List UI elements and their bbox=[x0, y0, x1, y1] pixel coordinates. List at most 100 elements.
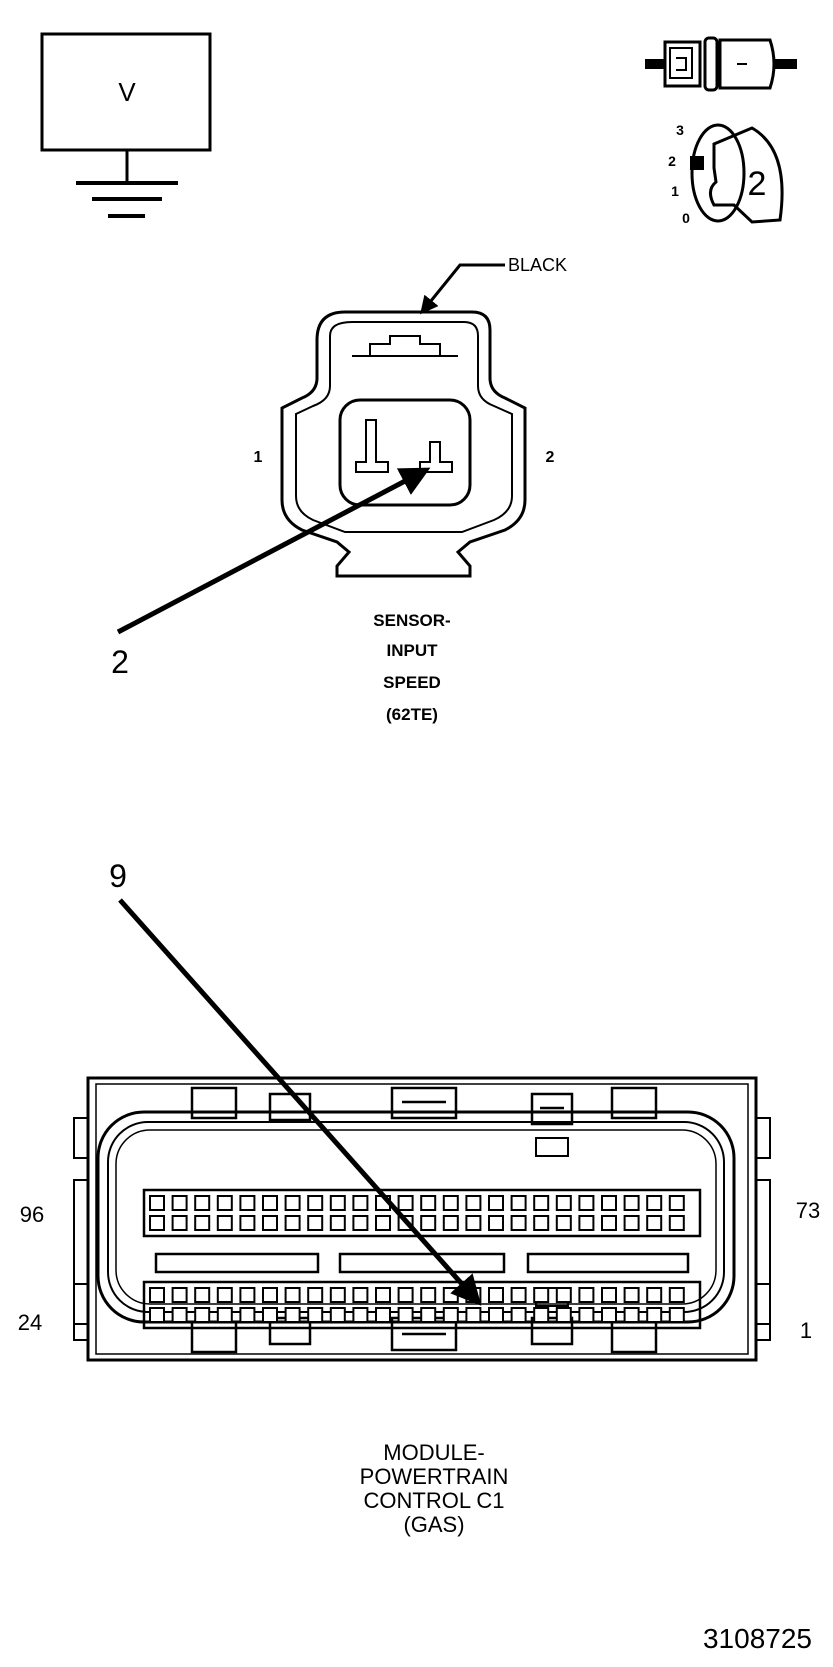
pin-cavity bbox=[262, 1287, 278, 1303]
pin-cavity bbox=[329, 1307, 346, 1323]
pin-cavity bbox=[262, 1307, 278, 1323]
pin-cavity bbox=[555, 1307, 572, 1323]
module-name-line-4: (GAS) bbox=[403, 1512, 464, 1537]
sensor-connector bbox=[116, 263, 527, 635]
pin-cavity bbox=[307, 1307, 324, 1323]
pin-cavity bbox=[601, 1215, 617, 1231]
module-pin-1-label: 1 bbox=[800, 1318, 812, 1343]
pin-cavity bbox=[329, 1195, 346, 1211]
pin-cavity bbox=[646, 1287, 663, 1303]
pin-cavity bbox=[194, 1287, 211, 1303]
pin-cavity bbox=[465, 1195, 482, 1211]
pin-cavity bbox=[239, 1287, 256, 1303]
module-callout-number: 9 bbox=[109, 858, 127, 894]
pin-cavity bbox=[442, 1287, 459, 1303]
module-pin-96-label: 96 bbox=[20, 1202, 44, 1227]
pin-cavity bbox=[488, 1195, 504, 1211]
ignition-position-3: 3 bbox=[676, 122, 684, 138]
pin-cavity bbox=[262, 1195, 278, 1211]
pin-cavity bbox=[646, 1215, 663, 1231]
pin-cavity bbox=[171, 1287, 188, 1303]
sensor-name-line-3: SPEED bbox=[383, 673, 441, 692]
pin-cavity bbox=[216, 1215, 233, 1231]
pin-cavity bbox=[284, 1215, 301, 1231]
sensor-pin-2-label: 2 bbox=[546, 449, 555, 466]
pin-cavity bbox=[194, 1195, 211, 1211]
pin-cavity bbox=[488, 1287, 504, 1303]
pin-cavity bbox=[510, 1215, 527, 1231]
pin-cavity bbox=[601, 1287, 617, 1303]
pin-cavity bbox=[646, 1195, 663, 1211]
pin-cavity bbox=[623, 1307, 640, 1323]
pin-cavity bbox=[668, 1287, 685, 1303]
pin-cavity bbox=[420, 1215, 437, 1231]
pin-cavity bbox=[555, 1215, 572, 1231]
pin-cavity bbox=[420, 1307, 437, 1323]
module-connector bbox=[73, 898, 771, 1362]
pin-cavity bbox=[668, 1307, 685, 1323]
pin-cavity bbox=[194, 1307, 211, 1323]
pin-cavity bbox=[601, 1195, 617, 1211]
pin-cavity bbox=[171, 1195, 188, 1211]
pin-cavity bbox=[578, 1287, 595, 1303]
pin-cavity bbox=[149, 1287, 165, 1303]
module-name-line-1: MODULE- bbox=[383, 1440, 484, 1465]
pin-cavity bbox=[171, 1307, 188, 1323]
pin-cavity bbox=[442, 1307, 459, 1323]
pin-cavity bbox=[668, 1215, 685, 1231]
pin-cavity bbox=[239, 1215, 256, 1231]
connector-icon bbox=[645, 36, 797, 92]
pin-cavity bbox=[397, 1287, 414, 1303]
pin-cavity bbox=[262, 1215, 278, 1231]
pin-cavity bbox=[420, 1195, 437, 1211]
pin-cavity bbox=[284, 1195, 301, 1211]
pin-cavity bbox=[307, 1287, 324, 1303]
pin-cavity bbox=[352, 1215, 369, 1231]
pin-cavity bbox=[397, 1195, 414, 1211]
pin-cavity bbox=[329, 1215, 346, 1231]
pin-cavity bbox=[149, 1195, 165, 1211]
pin-cavity bbox=[375, 1287, 391, 1303]
ignition-key-position: 2 bbox=[748, 165, 767, 203]
pin-cavity bbox=[420, 1287, 437, 1303]
pin-cavity bbox=[284, 1287, 301, 1303]
sensor-name-line-4: (62TE) bbox=[386, 705, 438, 724]
pin-cavity bbox=[578, 1307, 595, 1323]
pin-cavity bbox=[578, 1215, 595, 1231]
pin-cavity bbox=[510, 1307, 527, 1323]
pin-cavity bbox=[442, 1215, 459, 1231]
pin-cavity bbox=[601, 1307, 617, 1323]
pin-cavity bbox=[488, 1215, 504, 1231]
sensor-color-label: BLACK bbox=[508, 255, 567, 275]
ignition-switch-icon bbox=[690, 123, 784, 224]
pin-cavity bbox=[194, 1215, 211, 1231]
ignition-position-0: 0 bbox=[682, 210, 690, 226]
pin-cavity bbox=[533, 1195, 550, 1211]
module-pin-24-label: 24 bbox=[18, 1310, 42, 1335]
module-name-line-3: CONTROL C1 bbox=[364, 1488, 505, 1513]
ignition-position-1: 1 bbox=[671, 183, 679, 199]
sensor-pin-1-label: 1 bbox=[254, 449, 263, 466]
voltmeter-label: V bbox=[118, 77, 136, 107]
pin-cavity bbox=[239, 1195, 256, 1211]
pin-cavity bbox=[465, 1307, 482, 1323]
pin-cavity bbox=[488, 1307, 504, 1323]
pin-cavity bbox=[329, 1287, 346, 1303]
pin-cavity bbox=[465, 1215, 482, 1231]
pin-cavity bbox=[216, 1307, 233, 1323]
pin-cavity bbox=[352, 1287, 369, 1303]
sensor-name-line-1: SENSOR- bbox=[373, 611, 450, 630]
pin-cavity bbox=[397, 1307, 414, 1323]
pin-cavity bbox=[510, 1195, 527, 1211]
pin-cavity bbox=[623, 1215, 640, 1231]
pin-cavity bbox=[646, 1307, 663, 1323]
pin-cavity bbox=[352, 1195, 369, 1211]
pin-cavity bbox=[442, 1195, 459, 1211]
pin-cavity bbox=[555, 1287, 572, 1303]
pin-cavity bbox=[216, 1287, 233, 1303]
pin-cavity bbox=[284, 1307, 301, 1323]
voltmeter-icon bbox=[40, 32, 212, 218]
pin-cavity bbox=[239, 1307, 256, 1323]
pin-cavity bbox=[510, 1287, 527, 1303]
